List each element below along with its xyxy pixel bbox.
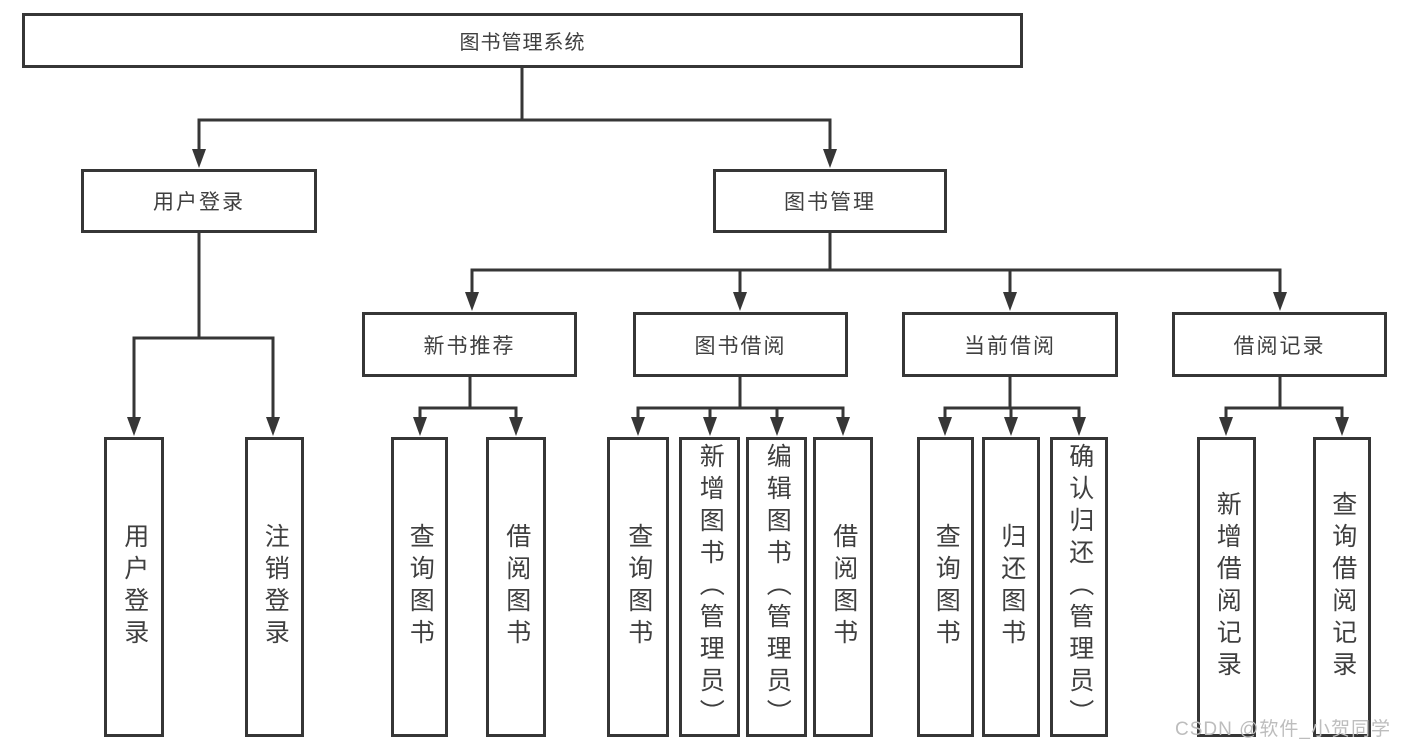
connector-user-login-splitter xyxy=(132,336,275,419)
node-user-login: 用户登录 xyxy=(81,169,317,233)
connector-level2-splitter xyxy=(197,118,832,151)
node-borrow-records: 借阅记录 xyxy=(1172,312,1387,377)
leaf-query-borrow-record: 查询借阅记录 xyxy=(1313,437,1371,737)
leaf-query-books-borrow: 查询图书 xyxy=(607,437,669,737)
connector-level3-splitter xyxy=(470,268,1282,294)
leaf-return-book: 归还图书 xyxy=(982,437,1040,737)
leaf-add-borrow-record: 新增借阅记录 xyxy=(1197,437,1256,737)
leaf-query-books-newbk: 查询图书 xyxy=(391,437,448,737)
leaf-add-book-admin: 新增图书（管理员） xyxy=(679,437,740,737)
leaf-confirm-return-admin: 确认归还（管理员） xyxy=(1050,437,1108,737)
connector-records-splitter xyxy=(1224,406,1344,419)
connector-new-books-splitter xyxy=(418,406,518,419)
node-new-book-recommend: 新书推荐 xyxy=(362,312,577,377)
csdn-watermark: CSDN @软件_小贺同学 xyxy=(1175,719,1391,740)
leaf-edit-book-admin: 编辑图书（管理员） xyxy=(746,437,807,737)
leaf-logout: 注销登录 xyxy=(245,437,304,737)
node-book-management: 图书管理 xyxy=(713,169,947,233)
connector-borrowing-splitter xyxy=(636,406,845,419)
arrowheads xyxy=(127,149,1349,436)
leaf-borrow-books-newbk: 借阅图书 xyxy=(486,437,546,737)
node-book-borrowing: 图书借阅 xyxy=(633,312,848,377)
leaf-user-login: 用户登录 xyxy=(104,437,164,737)
node-root: 图书管理系统 xyxy=(22,13,1023,68)
leaf-query-books-current: 查询图书 xyxy=(917,437,974,737)
node-current-borrowing: 当前借阅 xyxy=(902,312,1118,377)
leaf-borrow-books-borrow: 借阅图书 xyxy=(813,437,873,737)
